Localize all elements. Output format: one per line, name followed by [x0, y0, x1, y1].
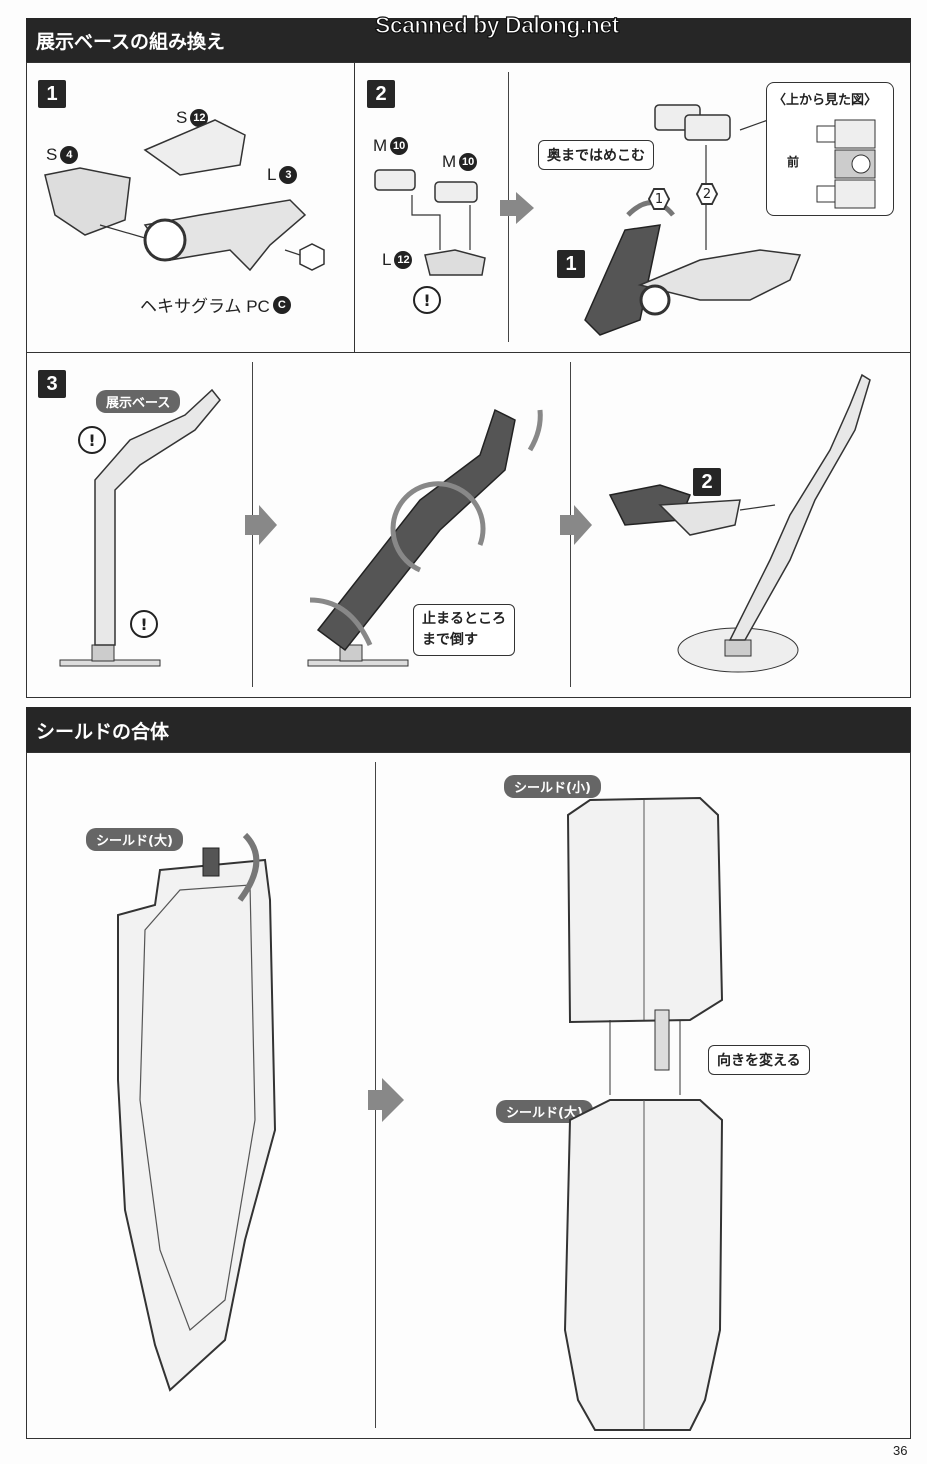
step-number-2: 2	[367, 80, 395, 108]
step3-panel	[26, 352, 911, 698]
order-number: 2	[698, 185, 716, 203]
order-marker-2: 2	[696, 183, 718, 205]
part-letter: S	[176, 108, 188, 127]
part-number: 4	[60, 146, 79, 164]
page-number: 36	[893, 1443, 908, 1458]
callout-tilt-until-stop: 止まるところ まで倒す	[413, 604, 515, 656]
section-header-display-base: 展示ベースの組み換え	[26, 18, 911, 62]
part-number: 3	[279, 166, 298, 184]
next-arrow-icon	[368, 1078, 404, 1122]
shield-large-tag: シールド(大)	[86, 828, 183, 851]
part-letter: M	[373, 136, 388, 155]
display-base-tag: 展示ベース	[96, 390, 181, 413]
shield-small-tag: シールド(小)	[504, 775, 601, 798]
top-view-title: 〈上から見た図〉	[773, 93, 878, 108]
watermark: Scanned by Dalong.net	[374, 11, 620, 38]
part-number: C	[272, 295, 291, 314]
caution-icon: !	[413, 286, 441, 314]
step-ref-2: 2	[693, 468, 721, 496]
part-number: 10	[459, 153, 478, 171]
caution-icon: !	[130, 610, 158, 638]
caution-icon: !	[78, 426, 106, 454]
step-ref-1: 1	[557, 250, 585, 278]
callout-line: 止まるところ	[422, 611, 506, 627]
callout-change-orientation: 向きを変える	[708, 1045, 810, 1075]
callout-line: まで倒す	[422, 632, 478, 648]
front-label: 前	[787, 155, 800, 169]
next-arrow-icon	[500, 192, 534, 224]
step-number-3: 3	[38, 370, 66, 398]
order-number: 1	[650, 190, 668, 208]
part-number: 12	[394, 251, 413, 269]
step2-illustration	[374, 104, 802, 336]
shield-panel	[26, 752, 911, 1439]
part-letter: L	[382, 250, 392, 269]
next-arrow-icon	[560, 505, 592, 545]
order-marker-1: 1	[648, 188, 670, 210]
part-letter: S	[46, 145, 58, 164]
step-number-1: 1	[38, 80, 66, 108]
section-title: シールドの合体	[36, 720, 170, 743]
part-number: 10	[390, 137, 409, 155]
part-letter: L	[267, 165, 277, 184]
top-view-callout: 〈上から見た図〉 前	[766, 82, 894, 216]
top-view-parts-illustration	[816, 119, 876, 209]
section-title: 展示ベースの組み換え	[36, 30, 226, 53]
part-letter: ヘキサグラム PC	[140, 297, 270, 316]
section-header-shield-combine: シールドの合体	[26, 707, 911, 753]
part-letter: M	[442, 152, 457, 171]
part-number: 12	[190, 109, 209, 127]
step3-illustration	[59, 373, 871, 673]
next-arrow-icon	[245, 505, 277, 545]
callout-push-fully: 奥まではめこむ	[538, 140, 654, 170]
step1-illustration	[44, 119, 325, 272]
shield-large-tag-2: シールド(大)	[496, 1100, 593, 1123]
